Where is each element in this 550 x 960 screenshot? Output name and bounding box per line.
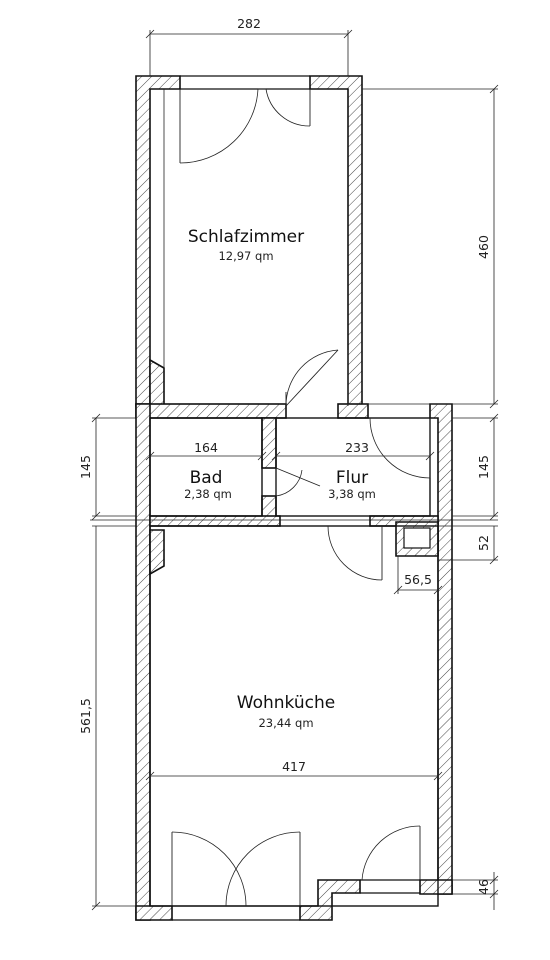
dim-kitchen-width: 417: [282, 759, 306, 774]
room-schlafzimmer-area: 12,97 qm: [218, 249, 273, 263]
dim-right-middle-height: 145: [476, 455, 491, 479]
west-wall: [135, 403, 151, 921]
labels: 282 460 145 145 164 233 52 56,5 561,5 41…: [78, 16, 491, 895]
room-flur-name: Flur: [336, 468, 368, 488]
south-wall-right: [419, 879, 453, 895]
room-wohnkueche-name: Wohnküche: [237, 693, 335, 713]
dimension-lines: [90, 29, 499, 911]
kitchen-notch: [149, 529, 165, 576]
dim-bottom-right: 46: [476, 879, 491, 895]
doors: [171, 88, 431, 907]
room-wohnkueche-area: 23,44 qm: [258, 716, 313, 730]
dim-kitchen-height: 561,5: [78, 698, 93, 734]
room-schlafzimmer-name: Schlafzimmer: [188, 227, 304, 247]
bedroom-bottom-wall-mid: [337, 403, 369, 419]
dim-flur-width: 233: [345, 440, 369, 455]
east-wall: [429, 403, 453, 895]
dim-bedroom-height: 460: [476, 235, 491, 259]
south-wall-left: [135, 905, 173, 921]
bedroom-right-wall: [309, 75, 363, 407]
south-wall-mid: [299, 879, 361, 921]
bedroom-left-wall: [135, 75, 181, 407]
bedroom-notch: [149, 358, 165, 407]
kitchen-top-wall-left: [149, 515, 281, 527]
room-flur-area: 3,38 qm: [328, 487, 376, 501]
dim-left-middle-height: 145: [78, 455, 93, 479]
bad-flur-wall-top: [261, 417, 277, 469]
bedroom-bottom-wall-left: [135, 403, 287, 419]
dim-shaft-height: 52: [476, 535, 491, 551]
outlines: [149, 75, 439, 921]
dim-bad-width: 164: [194, 440, 218, 455]
dim-shaft-width: 56,5: [404, 572, 432, 587]
room-bad-name: Bad: [190, 468, 223, 488]
room-bad-area: 2,38 qm: [184, 487, 232, 501]
dim-top-width: 282: [237, 16, 261, 31]
